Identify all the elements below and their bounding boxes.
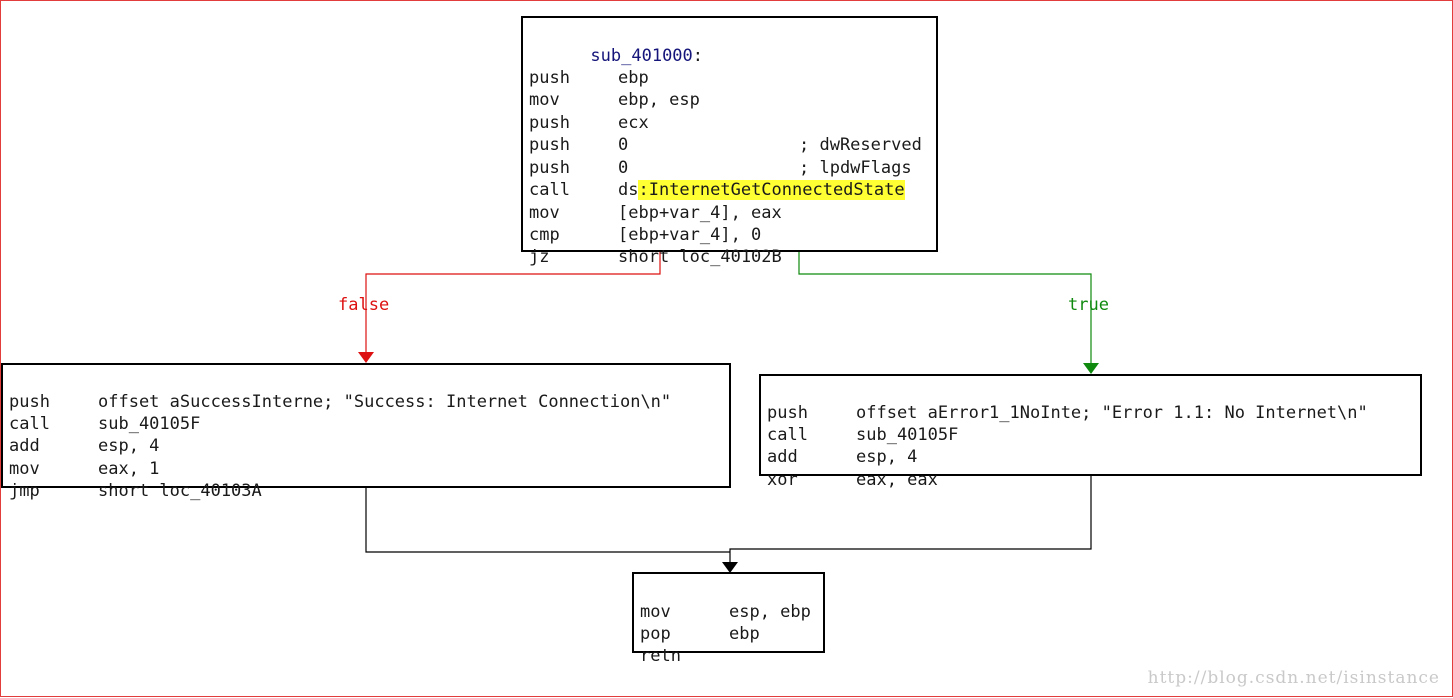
mnemonic: mov xyxy=(640,602,671,622)
function-name-label[interactable]: sub_401000 xyxy=(590,46,693,66)
mnemonic: call xyxy=(767,425,808,445)
operands: esp, 4 xyxy=(98,436,160,456)
instruction-line[interactable]: push offset aError1_1NoInte; "Error 1.1: … xyxy=(767,380,1368,423)
label-colon: : xyxy=(692,46,704,66)
operands: sub_40105F xyxy=(856,425,959,445)
success-basic-block[interactable]: push offset aSuccessInterne; "Success: In… xyxy=(1,363,731,501)
edge-false xyxy=(365,252,661,353)
mnemonic: cmp xyxy=(529,225,560,245)
instruction-line[interactable]: mov ebp, esp xyxy=(529,67,700,110)
mnemonic: retn xyxy=(640,646,681,666)
edge-true xyxy=(798,252,1092,363)
operands: eax, 1 xyxy=(98,459,160,479)
operands: offset aSuccessInterne; "Success: Intern… xyxy=(98,392,672,412)
operands: eax, eax xyxy=(856,470,938,490)
operands: ebp xyxy=(729,624,760,644)
mnemonic: call xyxy=(9,414,50,434)
instruction-line[interactable]: call ds:InternetGetConnectedState xyxy=(529,157,905,200)
edge-label-true: true xyxy=(1068,295,1109,315)
edge-true-arrowhead xyxy=(1083,363,1099,374)
mnemonic: pop xyxy=(640,624,671,644)
operands: sub_40105F xyxy=(98,414,201,434)
operands: esp, ebp xyxy=(729,602,811,622)
instruction-line[interactable]: push ebp xyxy=(529,45,649,88)
instruction-line[interactable]: mov esp, ebp xyxy=(640,579,811,622)
highlighted-api-name[interactable]: :InternetGetConnectedState xyxy=(638,180,905,200)
mnemonic: push xyxy=(529,68,570,88)
mnemonic: xor xyxy=(767,470,798,490)
instruction-line[interactable]: call sub_40105F xyxy=(767,402,958,445)
mnemonic: add xyxy=(767,447,798,467)
mnemonic: mov xyxy=(9,459,40,479)
watermark-url: http://blog.csdn.net/isinstance xyxy=(1147,668,1440,688)
mnemonic: mov xyxy=(529,90,560,110)
instruction-line[interactable]: cmp [ebp+var_4], 0 xyxy=(529,202,761,245)
operands: [ebp+var_4], eax xyxy=(618,203,782,223)
mnemonic: add xyxy=(9,436,40,456)
edge-false-arrowhead xyxy=(358,352,374,363)
operands: short loc_40102B xyxy=(618,247,782,267)
instruction-line[interactable]: push ecx xyxy=(529,90,649,133)
instruction-line[interactable]: add esp, 4 xyxy=(767,424,917,467)
instruction-line[interactable]: retn xyxy=(640,623,701,666)
operands: 0 xyxy=(618,158,629,178)
edge-success-to-exit xyxy=(365,488,730,553)
operands: ebp, esp xyxy=(618,90,700,110)
instruction-line[interactable]: add esp, 4 xyxy=(9,413,159,456)
comment: ; dwReserved xyxy=(799,135,922,155)
mnemonic: call xyxy=(529,180,570,200)
segment-prefix: ds xyxy=(618,180,639,200)
comment: ; lpdwFlags xyxy=(799,158,912,178)
instruction-line[interactable]: push offset aSuccessInterne; "Success: In… xyxy=(9,369,671,412)
instruction-line[interactable]: push 0 ; lpdwFlags xyxy=(529,135,912,178)
exit-basic-block[interactable]: mov esp, ebp pop ebp retn xyxy=(632,572,825,666)
instruction-line[interactable]: push 0 ; dwReserved xyxy=(529,112,922,155)
instruction-line[interactable]: jz short loc_40102B xyxy=(529,224,782,267)
instruction-line[interactable]: pop ebp xyxy=(640,601,760,644)
operands: 0 xyxy=(618,135,629,155)
mnemonic: push xyxy=(529,158,570,178)
mnemonic: push xyxy=(9,392,50,412)
instruction-line[interactable]: mov [ebp+var_4], eax xyxy=(529,180,782,223)
mnemonic: push xyxy=(529,113,570,133)
edge-error-to-exit xyxy=(729,476,1092,562)
operands: short loc_40103A xyxy=(98,481,262,501)
operands: ecx xyxy=(618,113,649,133)
operands: esp, 4 xyxy=(856,447,918,467)
mnemonic: mov xyxy=(529,203,560,223)
mnemonic: push xyxy=(767,403,808,423)
operands: [ebp+var_4], 0 xyxy=(618,225,762,245)
operands: ebp xyxy=(618,68,649,88)
edge-exit-arrowhead xyxy=(722,562,738,573)
instruction-line[interactable]: mov eax, 1 xyxy=(9,436,159,479)
instruction-line[interactable]: call sub_40105F xyxy=(9,391,200,434)
mnemonic: jz xyxy=(529,247,550,267)
operands: offset aError1_1NoInte; "Error 1.1: No I… xyxy=(856,403,1368,423)
instruction-line[interactable]: jmp short loc_40103A xyxy=(9,458,262,501)
operands: ds:InternetGetConnectedState xyxy=(618,179,905,201)
mnemonic: push xyxy=(529,135,570,155)
mnemonic: jmp xyxy=(9,481,40,501)
error-basic-block[interactable]: push offset aError1_1NoInte; "Error 1.1: … xyxy=(759,374,1422,490)
edge-label-false: false xyxy=(338,295,390,315)
instruction-line[interactable]: xor eax, eax xyxy=(767,447,938,490)
function-label-line: sub_401000: xyxy=(529,23,703,66)
